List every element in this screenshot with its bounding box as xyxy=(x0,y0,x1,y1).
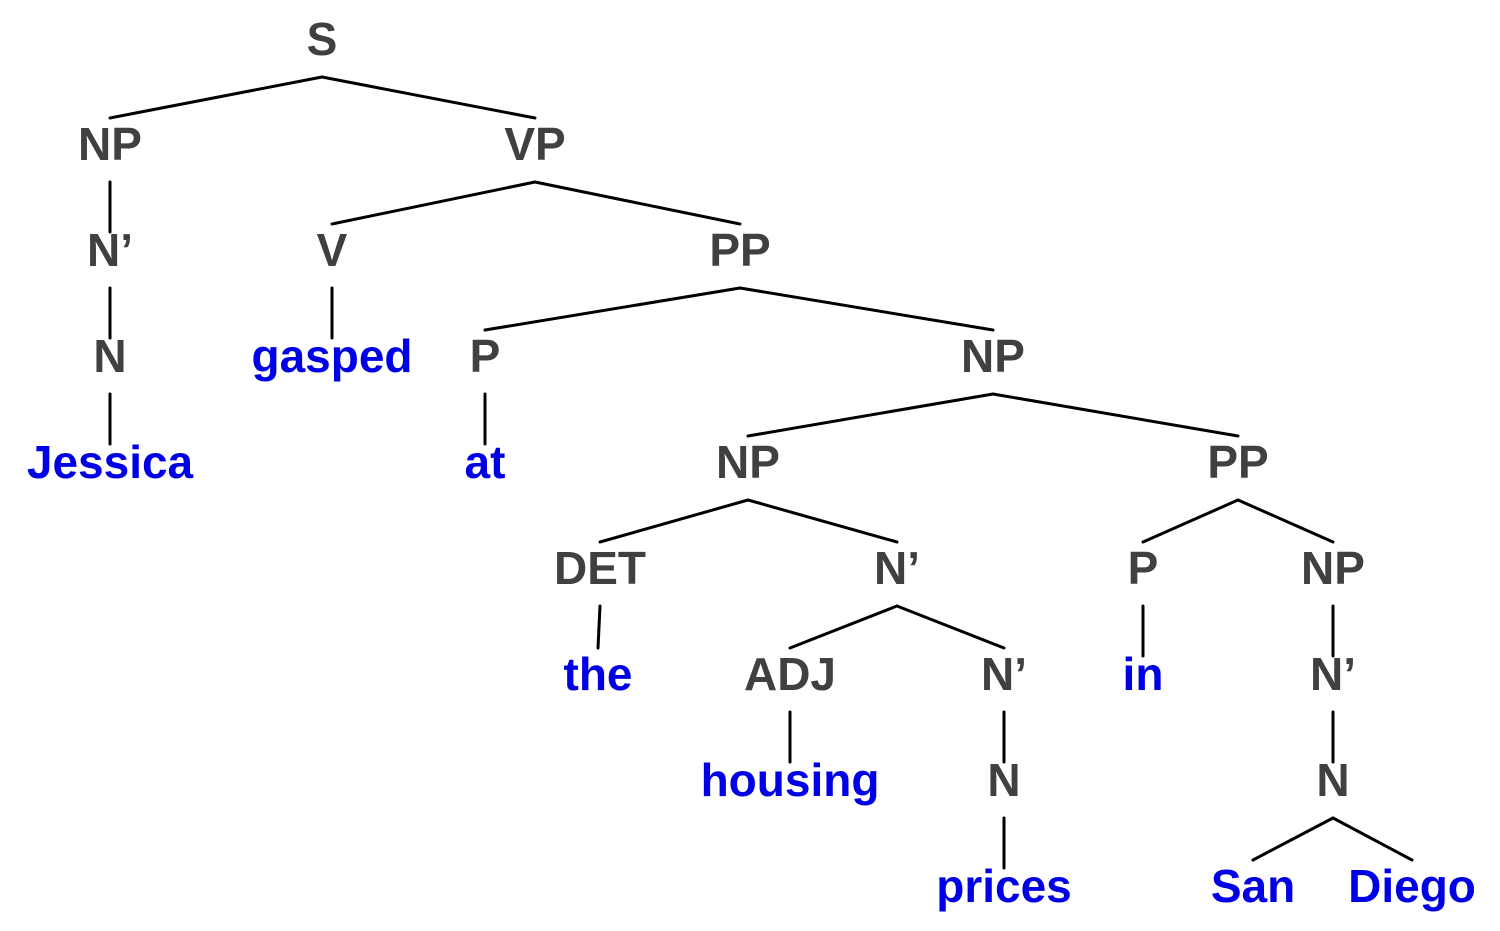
category-node-pp1: PP xyxy=(709,224,770,276)
category-node-np4: NP xyxy=(1301,542,1365,594)
tree-edge-s-vp xyxy=(320,75,537,120)
category-node-nbar2: N’ xyxy=(874,542,920,594)
tree-edge-s-np1 xyxy=(108,75,324,120)
word-leaf-jessica: Jessica xyxy=(27,436,194,488)
word-leaf-gasped: gasped xyxy=(251,330,412,382)
tree-edge-pp2-np4 xyxy=(1236,498,1335,544)
word-leaf-san: San xyxy=(1211,860,1295,912)
category-node-n2: N xyxy=(987,754,1020,806)
category-node-v: V xyxy=(317,224,348,276)
tree-edge-vp-pp1 xyxy=(533,180,742,226)
tree-edge-n3-san xyxy=(1251,816,1335,862)
category-node-n3: N xyxy=(1316,754,1349,806)
category-node-np2: NP xyxy=(961,330,1025,382)
tree-edge-n3-diego xyxy=(1331,816,1414,862)
category-node-det: DET xyxy=(554,542,646,594)
tree-edge-nbar2-nbar3 xyxy=(895,604,1006,650)
tree-edge-np2-np3 xyxy=(746,392,995,438)
category-node-np1: NP xyxy=(78,118,142,170)
category-node-nbar3: N’ xyxy=(981,648,1027,700)
category-node-nbar4: N’ xyxy=(1310,648,1356,700)
category-node-adj: ADJ xyxy=(744,648,836,700)
word-leaf-at: at xyxy=(465,436,506,488)
category-node-nbar1: N’ xyxy=(87,224,133,276)
category-node-n1: N xyxy=(93,330,126,382)
category-node-s: S xyxy=(307,13,338,65)
category-node-p1: P xyxy=(470,330,501,382)
tree-edge-pp1-p1 xyxy=(483,286,742,332)
word-leaf-housing: housing xyxy=(701,754,880,806)
word-leaf-in: in xyxy=(1123,648,1164,700)
category-node-np3: NP xyxy=(716,436,780,488)
category-node-pp2: PP xyxy=(1207,436,1268,488)
tree-edge-np2-pp2 xyxy=(991,392,1240,438)
tree-edge-vp-v xyxy=(330,180,537,226)
tree-edge-nbar2-adj xyxy=(788,604,899,650)
tree-edge-det-the xyxy=(596,604,602,650)
tree-edge-pp2-p2 xyxy=(1141,498,1240,544)
category-node-vp: VP xyxy=(504,118,565,170)
tree-edge-np3-nbar2 xyxy=(746,498,899,544)
word-leaf-prices: prices xyxy=(936,860,1072,912)
tree-edge-np3-det xyxy=(598,498,750,544)
category-node-p2: P xyxy=(1128,542,1159,594)
tree-edge-pp1-np2 xyxy=(738,286,995,332)
tree-edges xyxy=(108,75,1414,870)
word-leaf-diego: Diego xyxy=(1348,860,1476,912)
word-leaf-the: the xyxy=(564,648,633,700)
